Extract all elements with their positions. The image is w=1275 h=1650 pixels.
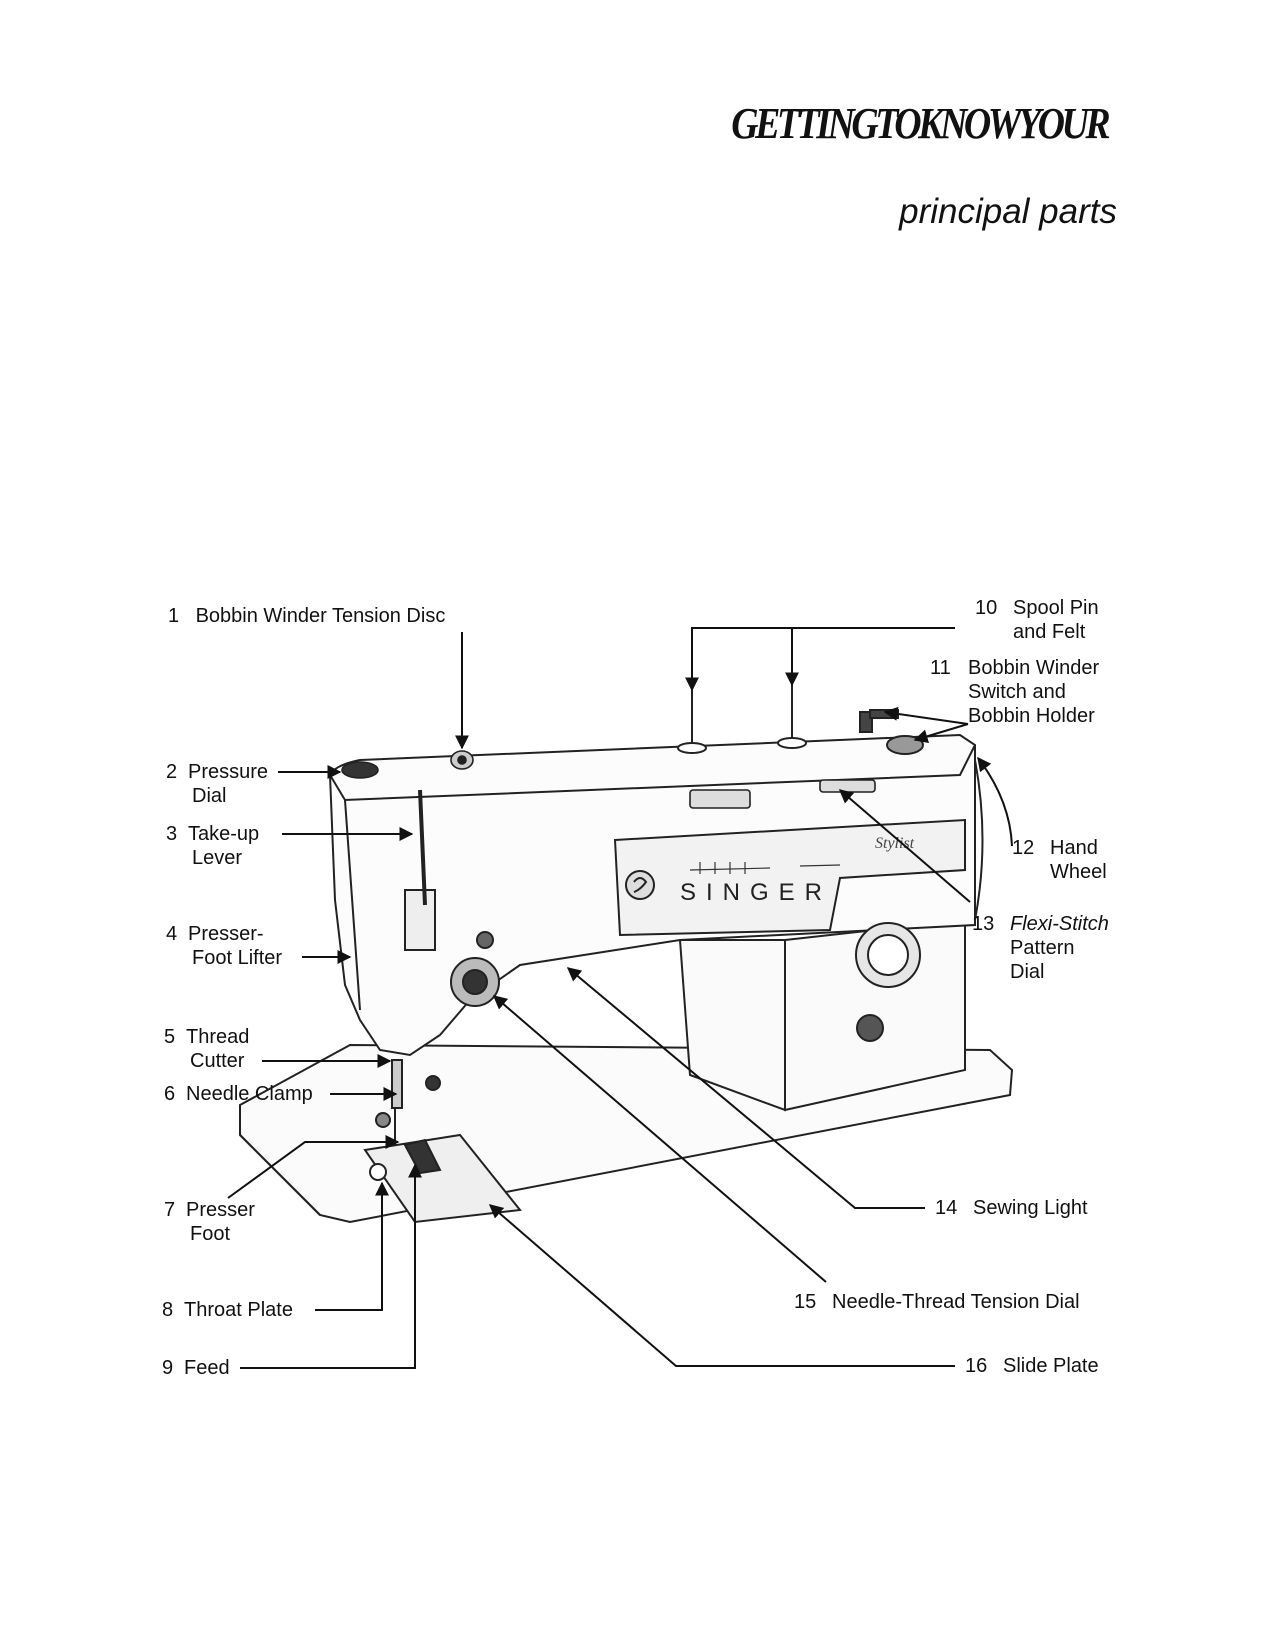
brand-logo: SINGER [680, 879, 832, 906]
bobbin-tension-disc [450, 750, 474, 770]
pattern-dial-top [689, 779, 876, 809]
page-subtitle: principal parts [899, 192, 1117, 231]
hand-wheel [974, 759, 984, 921]
stitch-width-scale [689, 862, 841, 874]
take-up-lever [404, 789, 436, 951]
nameplate-panel [613, 818, 966, 937]
script-badge: Stylist [875, 835, 915, 852]
spool-pins [677, 685, 807, 754]
leader-lines [227, 627, 1013, 1369]
label-1-bobbin-winder-tension-disc: 1 Bobbin Winder Tension Disc [168, 605, 446, 627]
page-title: GETTINGTOKNOWYOUR [730, 99, 1110, 148]
tension-dial [450, 931, 500, 1007]
throat-plate [363, 1133, 522, 1224]
pressure-dial [341, 761, 379, 779]
flexi-stitch-dial [855, 922, 921, 1042]
